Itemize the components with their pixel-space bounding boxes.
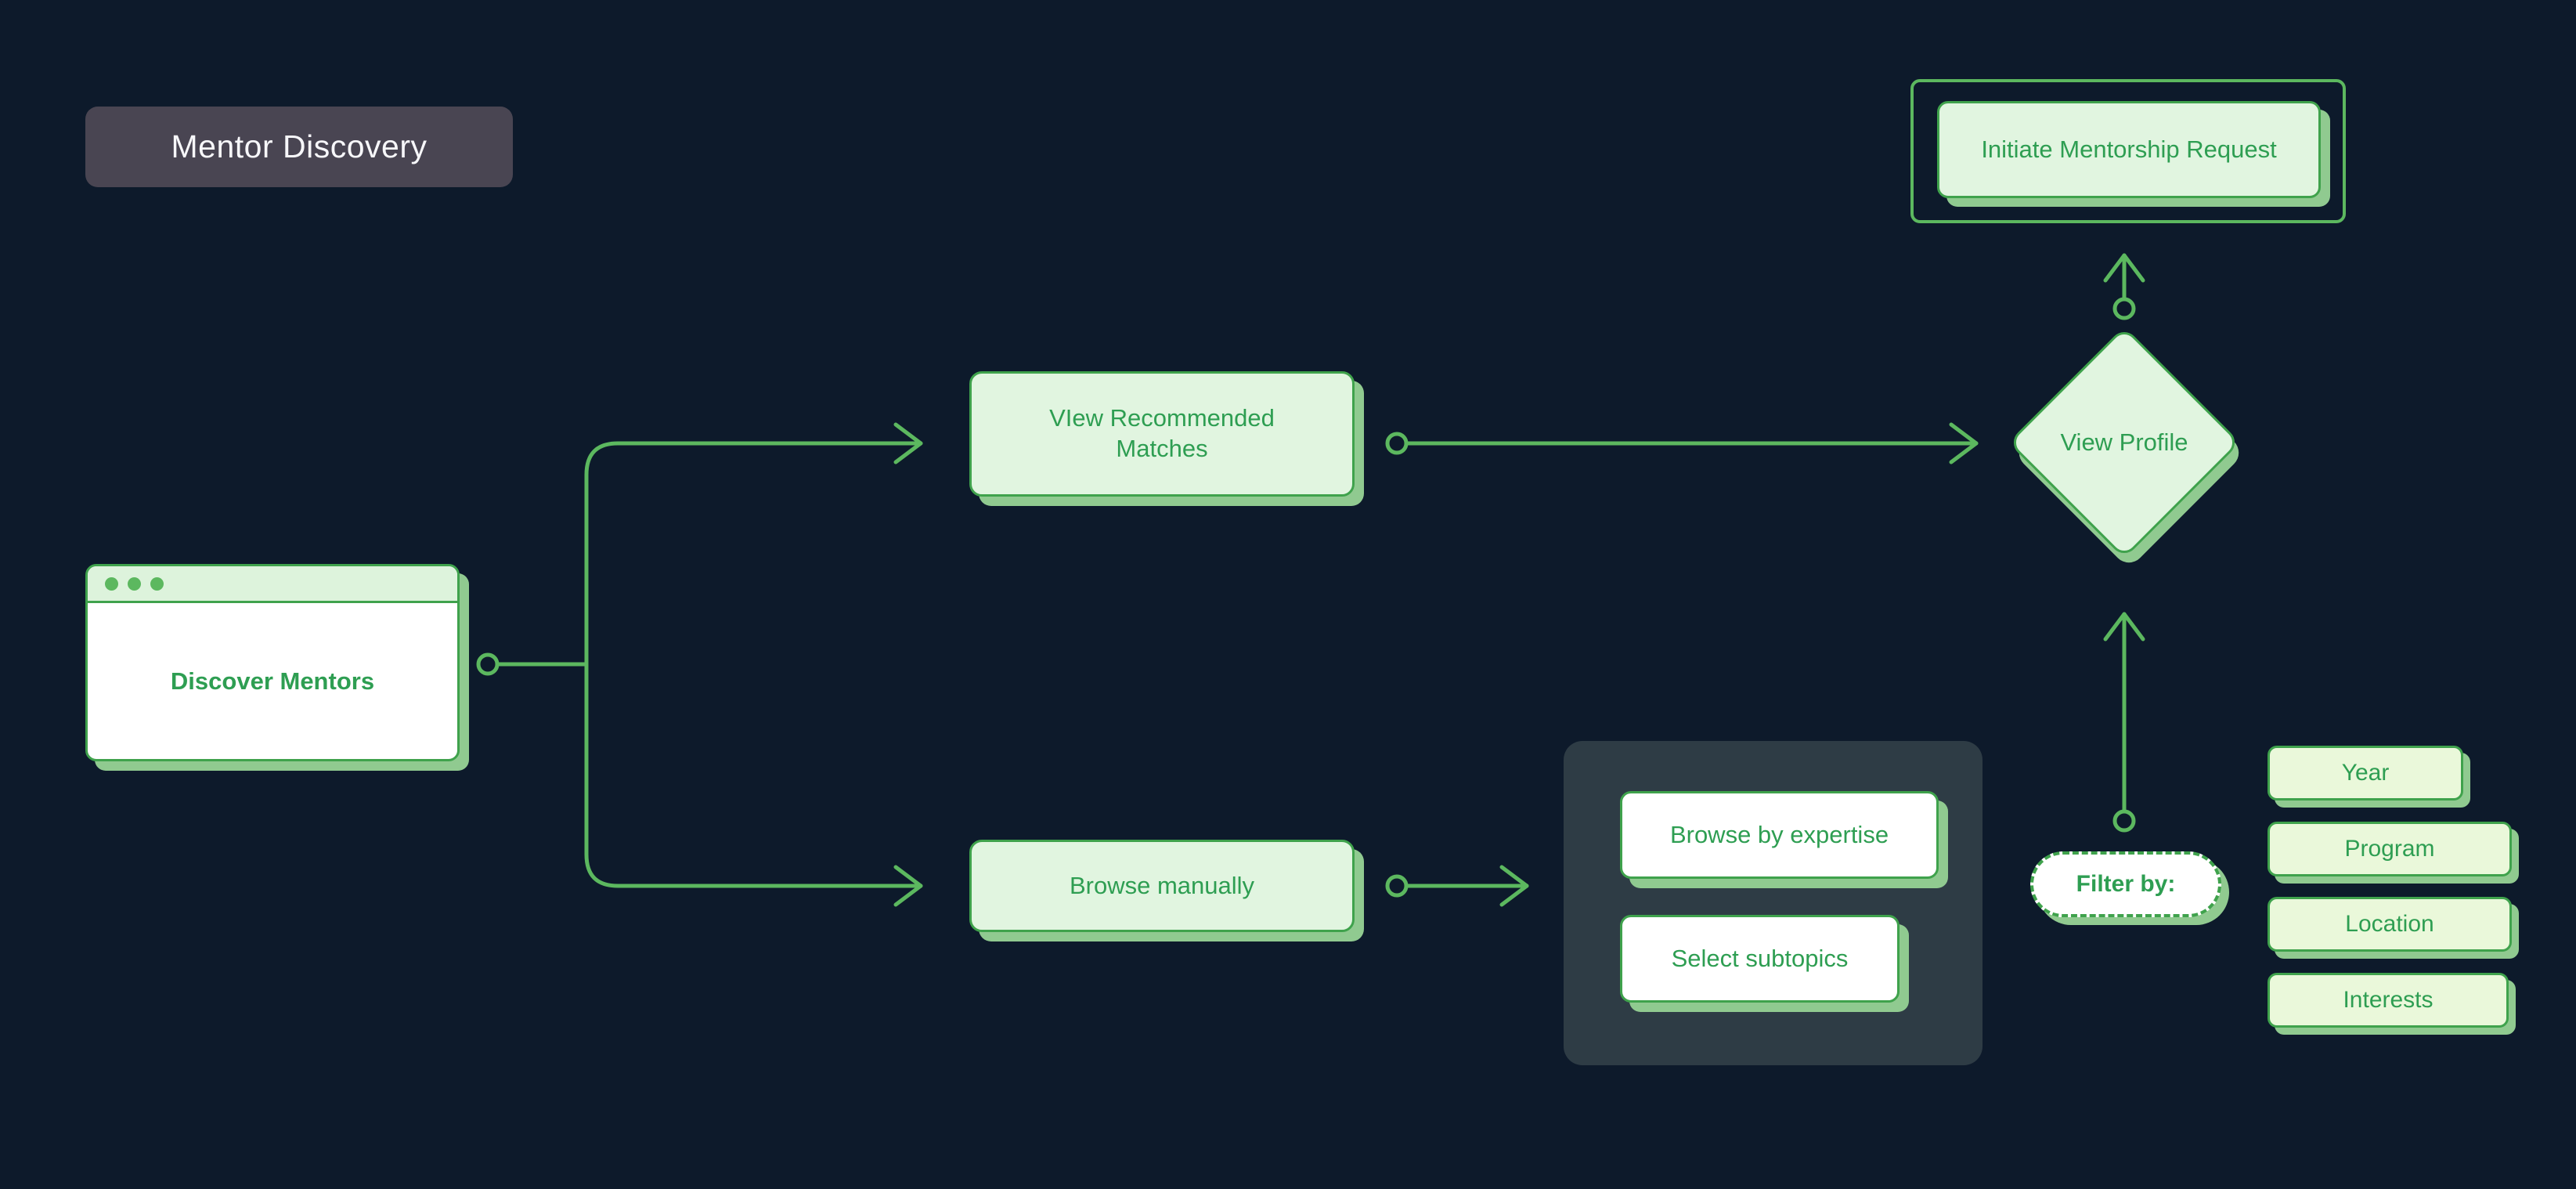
arrow-right-icon — [1949, 422, 1979, 464]
chip-label: Year — [2341, 760, 2390, 786]
filter-chip-year[interactable]: Year — [2268, 746, 2463, 800]
node-initiate-mentorship-request[interactable]: Initiate Mentorship Request — [1937, 101, 2321, 198]
node-label: Initiate Mentorship Request — [1981, 136, 2277, 163]
connector-line — [584, 662, 923, 888]
node-browse-by-expertise[interactable]: Browse by expertise — [1620, 791, 1939, 879]
chip-label: Program — [2344, 836, 2435, 862]
connector-dot-icon — [1385, 432, 1409, 455]
diagram-title: Mentor Discovery — [171, 128, 428, 164]
chip-label: Interests — [2343, 987, 2433, 1013]
arrow-right-icon — [893, 865, 923, 907]
filter-chip-location[interactable]: Location — [2268, 897, 2512, 952]
window-body: Discover Mentors — [88, 603, 457, 759]
node-view-profile[interactable]: View Profile — [2008, 326, 2246, 569]
filter-chip-program[interactable]: Program — [2268, 822, 2512, 876]
matches-to-profile-connector — [1385, 422, 1979, 464]
connector-dot-icon — [476, 652, 500, 676]
branch-connector — [476, 422, 923, 907]
node-label: Select subtopics — [1671, 945, 1849, 972]
connector-dot-icon — [2112, 297, 2136, 320]
profile-to-request-connector — [2103, 253, 2145, 320]
filter-to-profile-connector — [2103, 612, 2145, 833]
arrow-up-icon — [2103, 253, 2145, 283]
node-label: Browse by expertise — [1669, 821, 1889, 848]
connector-line — [584, 441, 923, 667]
diagram-title-badge[interactable]: Mentor Discovery — [85, 107, 513, 187]
connector-dot-icon — [1385, 874, 1409, 898]
chip-label: Location — [2345, 911, 2434, 937]
browse-to-panel-connector — [1385, 865, 1529, 907]
arrow-right-icon — [893, 422, 923, 464]
node-label: Browse manually — [1069, 871, 1255, 899]
node-browse-manually[interactable]: Browse manually — [969, 840, 1355, 932]
connector-dot-icon — [2112, 809, 2136, 833]
browse-options-panel: Browse by expertise Select subtopics — [1564, 741, 1983, 1065]
window-dot-icon — [128, 576, 141, 591]
node-discover-mentors[interactable]: Discover Mentors — [85, 564, 460, 761]
node-label: VIew Recommended Matches — [1049, 404, 1275, 462]
arrow-up-icon — [2103, 612, 2145, 641]
arrow-right-icon — [1499, 865, 1529, 907]
window-dot-icon — [105, 576, 118, 591]
node-view-recommended-matches[interactable]: VIew Recommended Matches — [969, 371, 1355, 497]
node-label: Filter by: — [2076, 871, 2176, 897]
node-label: View Profile — [2060, 428, 2188, 456]
window-dot-icon — [150, 576, 164, 591]
node-select-subtopics[interactable]: Select subtopics — [1620, 915, 1900, 1003]
filter-chip-interests[interactable]: Interests — [2268, 973, 2509, 1028]
initiate-request-outline: Initiate Mentorship Request — [1910, 79, 2346, 223]
node-label: Discover Mentors — [170, 667, 375, 695]
browser-window-header — [88, 566, 457, 603]
node-filter-by[interactable]: Filter by: — [2030, 851, 2221, 917]
